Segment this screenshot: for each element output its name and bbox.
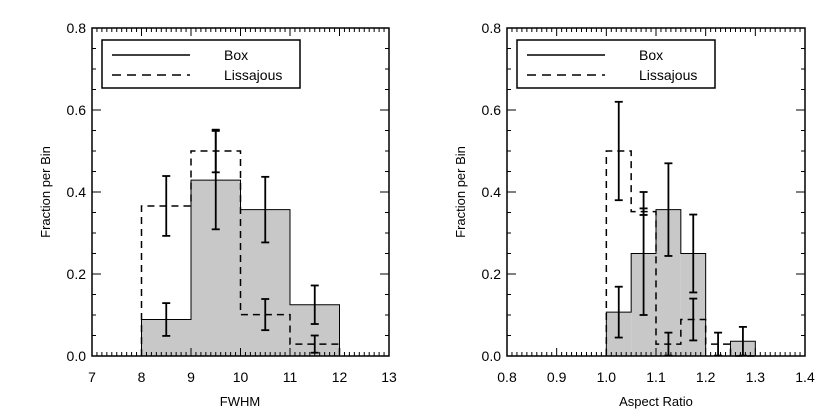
error-bar [162,302,171,337]
x-tick-label: 1.4 [795,369,815,385]
y-tick-label: 0.2 [67,266,87,282]
y-axis-label: Fraction per Bin [453,146,468,238]
x-tick-label: 10 [233,369,249,385]
x-axis-label: FWHM [220,394,260,409]
error-bar [261,298,270,332]
y-tick-label: 0.8 [67,20,87,36]
x-tick-label: 11 [283,369,298,385]
error-bar [261,175,270,244]
y-tick-label: 0.6 [482,102,502,118]
legend-label-box: Box [224,47,248,63]
error-bar [689,213,698,294]
error-bar [614,100,623,202]
y-axis-label: Fraction per Bin [38,146,53,238]
histogram-outline-lissajous [605,150,756,357]
x-tick-label: 1.3 [746,369,766,385]
error-bar [639,207,648,216]
error-bar [211,128,220,174]
histogram-outline-box [605,209,756,357]
x-tick-label: 7 [88,369,96,385]
y-tick-label: 0.6 [67,102,87,118]
x-tick-label: 8 [138,369,146,385]
x-tick-label: 1.0 [597,369,617,385]
y-tick-label: 0.0 [482,348,502,364]
error-bar [689,297,698,342]
y-tick-label: 0.0 [67,348,87,364]
legend-box [101,39,301,89]
x-tick-label: 0.9 [547,369,567,385]
panel-fwhm: Fraction per Bin FWHM 7 8 9 10 11 12 13 0.0 0.2 0… [38,20,397,409]
legend-label-box: Box [639,47,663,63]
panel-aspect-ratio: Fraction per Bin Aspect Ratio 0.8 0.9 1.0 1… [453,20,815,409]
x-tick-label: 12 [332,369,348,385]
error-bar [310,284,319,325]
y-tick-label: 0.4 [482,184,502,200]
x-tick-label: 1.2 [696,369,716,385]
y-tick-label: 0.4 [67,184,87,200]
legend-box [516,39,716,89]
y-tick-label: 0.2 [482,266,502,282]
error-bar [614,285,623,339]
x-tick-label: 0.8 [497,369,517,385]
error-bar [162,175,171,237]
x-tick-label: 9 [187,369,195,385]
x-axis-label: Aspect Ratio [619,394,693,409]
x-tick-label: 1.1 [646,369,666,385]
x-tick-label: 13 [381,369,397,385]
legend-label-lissajous: Lissajous [639,67,697,83]
y-tick-label: 0.8 [482,20,502,36]
error-bar [664,162,673,257]
legend-label-lissajous: Lissajous [224,67,282,83]
